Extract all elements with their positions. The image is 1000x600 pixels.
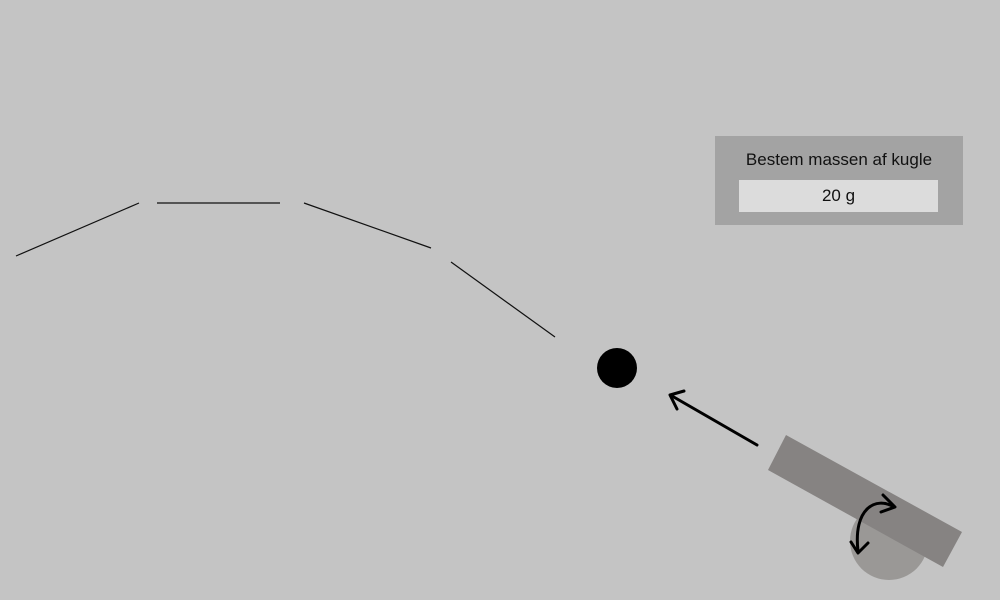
mass-input[interactable] <box>739 180 938 212</box>
trajectory-segment <box>450 261 556 338</box>
cannon-barrel[interactable] <box>768 435 962 567</box>
arrow-up-left-icon[interactable] <box>668 389 759 447</box>
trajectory-segment <box>15 202 140 257</box>
trajectory-segment <box>303 202 432 249</box>
trajectory-path <box>15 202 556 338</box>
mass-panel: Bestem massen af kugle <box>715 136 963 225</box>
mass-panel-title: Bestem massen af kugle <box>745 150 933 169</box>
rotate-arrow-icon[interactable] <box>849 493 897 555</box>
cannonball[interactable] <box>597 348 637 388</box>
